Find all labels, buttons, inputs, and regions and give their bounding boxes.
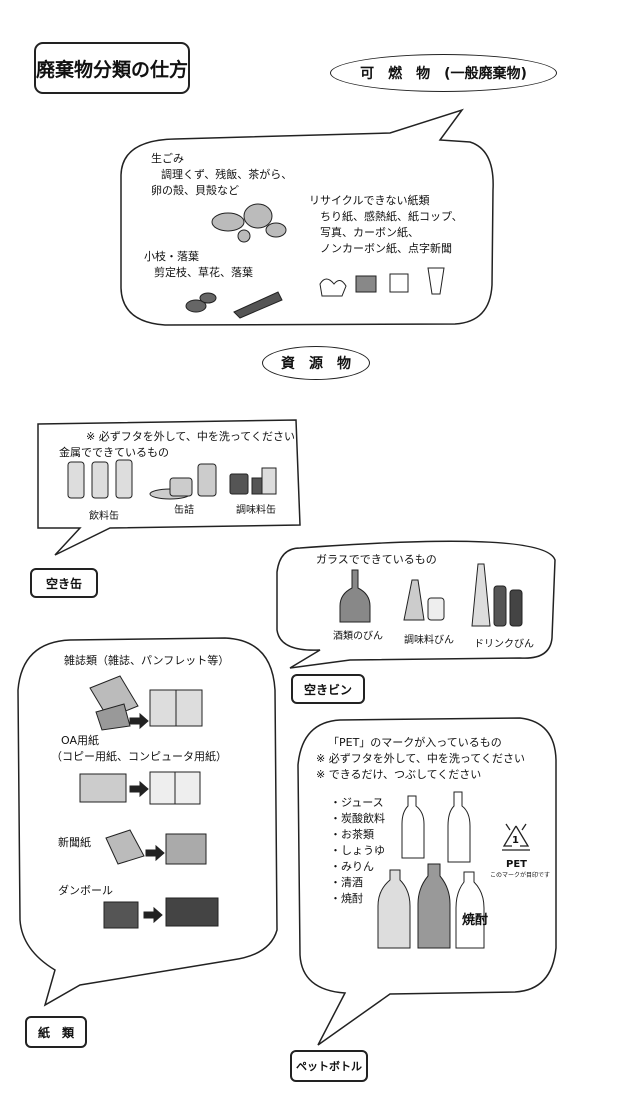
pet-note-2: ※ できるだけ、つぶしてください xyxy=(316,768,482,781)
liquor-bottle-icon xyxy=(339,569,371,623)
bottles-item-2: 調味料びん xyxy=(404,635,454,646)
page-title: 廃棄物分類の仕方 xyxy=(34,42,190,94)
newspaper-bundle-icon xyxy=(105,829,207,865)
leaves-icon xyxy=(185,291,283,319)
paper-balloon xyxy=(17,637,278,1007)
pet-item-1: ・ジュース xyxy=(330,796,384,809)
cans-label: 空き缶 xyxy=(30,568,98,598)
pet-title: 「PET」のマークが入っているもの xyxy=(328,736,502,749)
bottles-item-1: 酒類のびん xyxy=(333,631,383,642)
seasoning-bottle-icon xyxy=(403,579,445,621)
combustible-balloon xyxy=(120,108,494,326)
twigs-title: 小枝・落葉 xyxy=(144,250,199,263)
cans-note: ※ 必ずフタを外して、中を洗ってください xyxy=(86,430,295,443)
raw-garbage-line-2: 卵の殻、貝殻など xyxy=(151,184,239,197)
cans-metal-title: 金属でできているもの xyxy=(59,446,169,459)
bottles-balloon xyxy=(276,540,556,669)
bottles-title: ガラスでできているもの xyxy=(316,553,437,566)
pet-item-6: ・清酒 xyxy=(330,876,363,889)
raw-garbage-line-1: 調理くず、残飯、茶がら、 xyxy=(161,168,293,181)
seasoning-can-icon xyxy=(229,467,277,495)
pet-bottle-label: 焼酎 xyxy=(462,913,489,928)
paper-nonrecyclable-line-1: ちり紙、感熱紙、紙コップ、 xyxy=(320,210,463,223)
paper-nonrecyclable-title: リサイクルできない紙類 xyxy=(309,194,430,207)
recycle-pet-mark-icon xyxy=(502,823,530,851)
pet-bottle-icon xyxy=(377,791,485,949)
cans-item-1: 飲料缶 xyxy=(89,511,119,522)
oa-paper-bundle-icon xyxy=(79,771,201,805)
cardboard-bundle-icon xyxy=(103,897,219,929)
paper-nonrecyclable-line-2: 写真、カーボン紙、 xyxy=(320,226,419,239)
pet-item-3: ・お茶類 xyxy=(330,828,374,841)
pet-item-5: ・みりん xyxy=(330,860,374,873)
bottles-label: 空きビン xyxy=(291,674,365,704)
cans-item-2: 缶詰 xyxy=(174,505,194,516)
pet-mark-text: PET xyxy=(506,859,527,870)
drink-bottle-icon xyxy=(471,563,523,627)
drink-can-icon xyxy=(67,459,133,499)
paper-newspaper: 新聞紙 xyxy=(58,836,91,849)
twigs-line-1: 剪定枝、草花、落葉 xyxy=(154,266,253,279)
paper-nonrecyclable-line-3: ノンカーボン紙、点字新聞 xyxy=(320,242,452,255)
pet-mark-caption: このマークが目印です xyxy=(490,872,551,879)
paper-items-icon xyxy=(319,267,445,297)
pet-item-7: ・焼酎 xyxy=(330,892,363,905)
cans-balloon xyxy=(37,419,301,556)
pet-balloon xyxy=(297,717,557,1046)
magazine-bundle-icon xyxy=(89,675,203,731)
pet-item-2: ・炭酸飲料 xyxy=(330,812,385,825)
paper-cardboard: ダンボール xyxy=(58,884,113,897)
bottles-item-3: ドリンクびん xyxy=(474,639,534,650)
vegetables-icon xyxy=(211,203,287,243)
pet-mark-number: 1 xyxy=(512,835,519,846)
raw-garbage-title: 生ごみ xyxy=(151,152,184,165)
pet-note-1: ※ 必ずフタを外して、中を洗ってください xyxy=(316,752,525,765)
pet-label: ペットボトル xyxy=(290,1050,368,1082)
paper-oa-title: OA用紙 xyxy=(61,734,99,747)
combustible-heading: 可 燃 物 (一般廃棄物) xyxy=(330,54,557,92)
pet-item-4: ・しょうゆ xyxy=(330,844,385,857)
tin-can-icon xyxy=(149,463,217,500)
paper-label: 紙 類 xyxy=(25,1016,87,1048)
paper-oa-sub: （コピー用紙、コンピュータ用紙） xyxy=(51,750,227,763)
resources-heading: 資 源 物 xyxy=(262,346,370,380)
paper-magazines: 雑誌類（雑誌、パンフレット等） xyxy=(64,654,230,667)
cans-item-3: 調味料缶 xyxy=(236,505,276,516)
